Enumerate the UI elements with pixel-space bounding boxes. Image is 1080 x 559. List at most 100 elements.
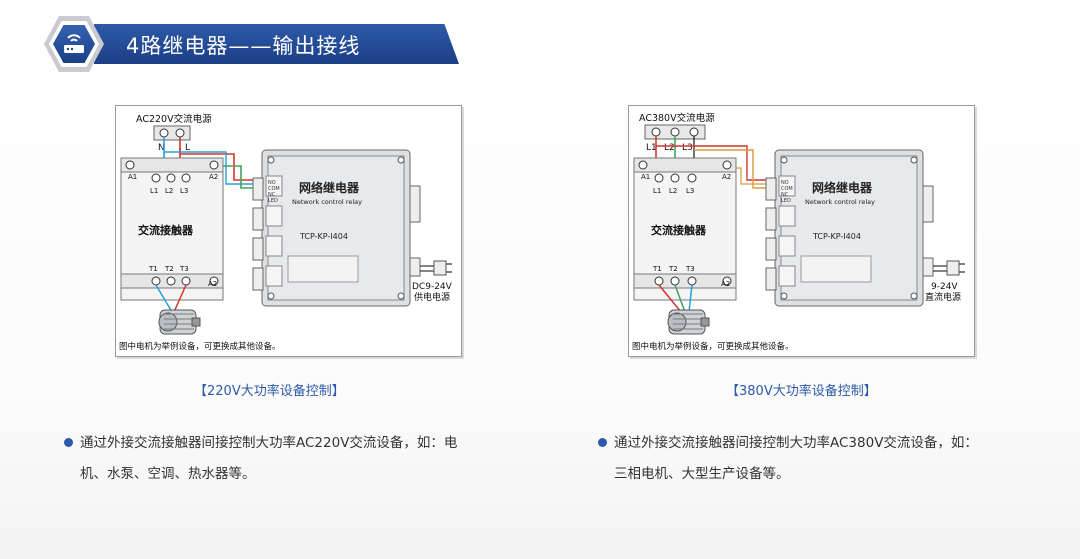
bullet-380v: 通过外接交流接触器间接控制大功率AC380V交流设备，如： 三相电机、大型生产设…	[598, 428, 1038, 498]
terminal-screw	[159, 128, 169, 138]
coil-wire-green	[222, 165, 262, 189]
l1-label: L1	[653, 187, 661, 195]
a2-label: A2	[209, 173, 218, 181]
motor-icon	[158, 309, 201, 335]
bullet-dot	[598, 438, 607, 447]
device-name-cn: 网络继电器	[299, 180, 360, 195]
a2-label: A2	[722, 173, 731, 181]
wiring-diagram-220v: AC220V交流电源 N L A1 A2 L1 L2 L3 交流接触器 T1 T…	[119, 113, 453, 352]
terminal-screw	[151, 276, 161, 286]
terminal-screw	[722, 276, 732, 286]
device-name-en: Network control relay	[805, 198, 875, 206]
device-model: TCP-KP-I404	[812, 232, 861, 241]
motor-wire-green	[674, 284, 686, 313]
diagram-380v: AC380V交流电源 L1 L2 L3 A1 A2 L1 L2 L3 交流接触器…	[628, 105, 975, 357]
contactor-top-strip	[633, 157, 737, 173]
terminal-screw	[670, 127, 680, 137]
terminal-screw	[181, 276, 191, 286]
port-label-no: NO	[781, 180, 789, 186]
phase-label-l3: L3	[682, 143, 693, 153]
bullet-text-line1: 通过外接交流接触器间接控制大功率AC380V交流设备，如：	[614, 435, 978, 451]
motor-note: 图中电机为举例设备，可更换成其他设备。	[119, 341, 281, 352]
dc-label-2: 直流电源	[925, 291, 961, 303]
power-label: AC220V交流电源	[136, 113, 212, 125]
terminal-screw	[654, 276, 664, 286]
a2-bottom-label: A2	[208, 280, 217, 288]
terminal-screw	[651, 127, 661, 137]
l1-label: L1	[150, 187, 158, 195]
wiring-diagram-380v: AC380V交流电源 L1 L2 L3 A1 A2 L1 L2 L3 交流接触器…	[632, 112, 965, 352]
bullet-text-line2: 机、水泵、空调、热水器等。	[80, 466, 256, 482]
l3-label: L3	[180, 187, 188, 195]
dc-label-1: DC9-24V	[412, 282, 453, 292]
port-label-nc: NC	[268, 192, 276, 198]
motor-note: 图中电机为举例设备，可更换成其他设备。	[632, 341, 794, 352]
t1-label: T1	[148, 265, 158, 273]
terminal-screw	[125, 160, 135, 170]
phase-label-l: L	[185, 143, 190, 153]
t2-label: T2	[164, 265, 174, 273]
terminal-screw	[687, 173, 697, 183]
network-relay-device	[252, 149, 421, 307]
caption-380v: 【380V大功率设备控制】	[726, 384, 877, 399]
l2-label: L2	[669, 187, 677, 195]
phase-label-n: N	[158, 143, 165, 153]
l2-label: L2	[165, 187, 173, 195]
terminal-screw	[166, 173, 176, 183]
dc-label-1: 9-24V	[931, 282, 958, 292]
terminal-screw	[151, 173, 161, 183]
coil-wire-orange	[694, 149, 775, 189]
neutral-wire-a2	[164, 151, 262, 185]
t3-label: T3	[179, 265, 189, 273]
bullet-dot	[64, 438, 73, 447]
bullet-text-line1: 通过外接交流接触器间接控制大功率AC220V交流设备，如：电	[80, 435, 458, 451]
power-label: AC380V交流电源	[639, 112, 715, 124]
motor-wire-blue	[688, 284, 693, 313]
terminal-screw	[689, 127, 699, 137]
router-icon	[64, 34, 84, 53]
port-label-led: LED	[781, 198, 791, 204]
terminal-screw	[209, 160, 219, 170]
dc-label-2: 供电电源	[414, 291, 450, 303]
terminal-screw	[175, 128, 185, 138]
power-terminal-block	[153, 125, 191, 141]
device-name-cn: 网络继电器	[812, 180, 873, 195]
a1-label: A1	[641, 173, 650, 181]
terminal-screw	[722, 160, 732, 170]
dc-plug-icon	[946, 260, 965, 276]
terminal-screw	[670, 173, 680, 183]
motor-wire-red	[658, 284, 682, 313]
motor-wire-blue	[155, 284, 173, 313]
terminal-screw	[638, 160, 648, 170]
network-relay-device	[765, 149, 934, 307]
diagram-220v: AC220V交流电源 N L A1 A2 L1 L2 L3 交流接触器 T1 T…	[115, 105, 462, 357]
terminal-screw	[654, 173, 664, 183]
a2-bottom-label: A2	[721, 280, 730, 288]
port-label-nc: NC	[781, 192, 789, 198]
dc-plug-icon	[433, 260, 452, 276]
l3-label: L3	[686, 187, 694, 195]
t3-label: T3	[685, 265, 695, 273]
coil-wire-red	[656, 145, 775, 181]
motor-wire-red	[173, 284, 187, 313]
terminal-screw	[181, 173, 191, 183]
terminal-screw	[166, 276, 176, 286]
port-label-com: COM	[781, 186, 793, 192]
port-label-com: COM	[268, 186, 280, 192]
t1-label: T1	[652, 265, 662, 273]
contactor-label: 交流接触器	[651, 223, 707, 237]
t2-label: T2	[668, 265, 678, 273]
terminal-screw	[687, 276, 697, 286]
motor-icon	[667, 309, 710, 335]
page-title: 4路继电器——输出接线	[126, 34, 361, 58]
a1-label: A1	[128, 173, 137, 181]
port-label-led: LED	[268, 198, 278, 204]
caption-220v: 【220V大功率设备控制】	[194, 384, 345, 399]
phase-label-l2: L2	[664, 143, 675, 153]
title-banner: 4路继电器——输出接线	[44, 16, 459, 72]
contactor-label: 交流接触器	[138, 223, 194, 237]
device-name-en: Network control relay	[292, 198, 362, 206]
port-label-no: NO	[268, 180, 276, 186]
title-bar	[94, 24, 459, 64]
phase-label-l1: L1	[646, 143, 657, 153]
